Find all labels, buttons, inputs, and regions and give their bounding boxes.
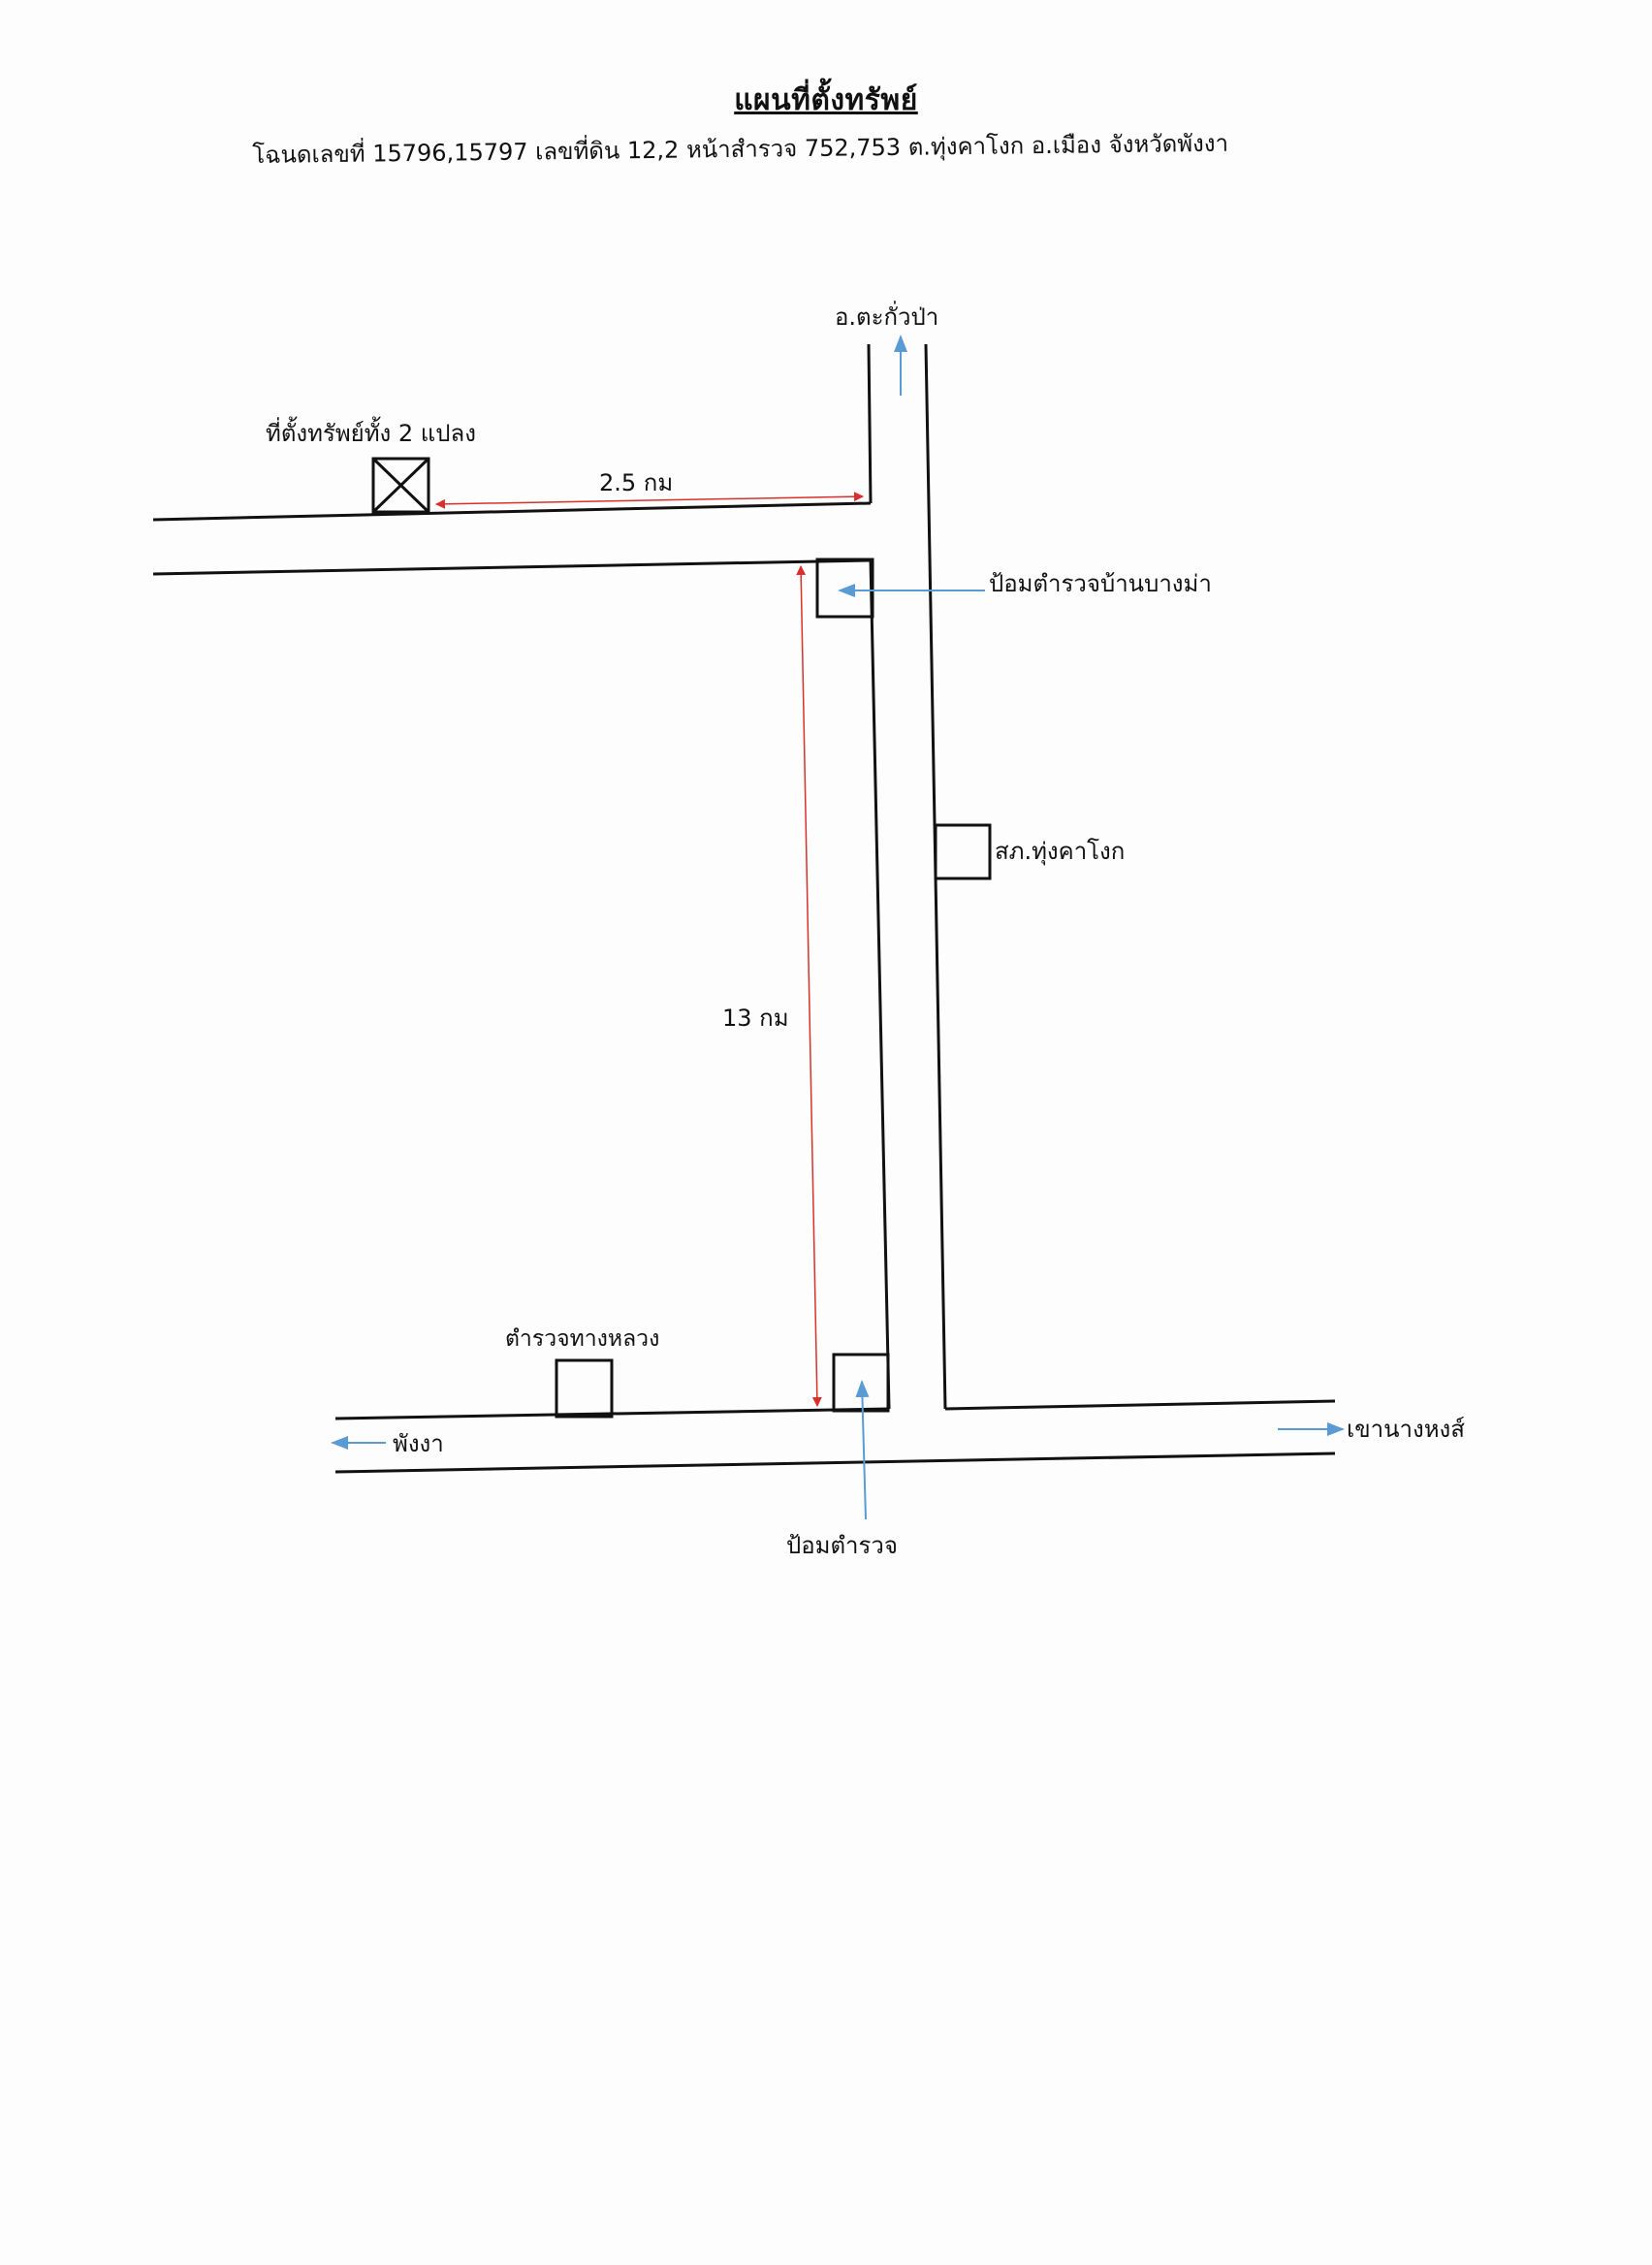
label-north-destination: อ.ตะกั่วป่า bbox=[835, 301, 938, 331]
property-marker bbox=[371, 457, 430, 514]
main-road-left-edge-south bbox=[869, 559, 891, 1410]
main-road-left-edge-north bbox=[867, 343, 873, 504]
label-distance-short: 2.5 กม bbox=[599, 469, 673, 496]
label-distance-long: 13 กม bbox=[722, 1005, 789, 1032]
label-property-location: ที่ตั้งทรัพย์ทั้ง 2 แปลง bbox=[266, 416, 476, 447]
document-title: แผนที่ตั้งทรัพย์ bbox=[734, 83, 918, 117]
label-police-box: ป้อมตำรวจ bbox=[786, 1532, 898, 1559]
arrow-up-icon bbox=[855, 1380, 870, 1520]
police-station-building bbox=[934, 823, 992, 880]
label-west-destination: พังงา bbox=[393, 1430, 444, 1457]
road-network bbox=[152, 343, 1336, 1474]
label-police-station: สภ.ทุ่งคาโงก bbox=[995, 838, 1125, 866]
highway-police-building bbox=[555, 1358, 614, 1419]
cross-road-lower-edge bbox=[334, 1452, 1336, 1474]
police-box-building bbox=[832, 1353, 890, 1413]
police-box-bangma-building bbox=[815, 558, 874, 619]
label-police-box-bangma: ป้อมตำรวจบ้านบางม่า bbox=[989, 570, 1212, 597]
label-highway-police: ตำรวจทางหลวง bbox=[505, 1326, 659, 1352]
cross-road-upper-edge-east bbox=[944, 1399, 1336, 1411]
side-road-upper-edge bbox=[152, 501, 872, 522]
distance-arrow-13km bbox=[796, 565, 822, 1407]
label-east-destination: เขานางหงส์ bbox=[1347, 1416, 1465, 1443]
side-road-lower-edge bbox=[152, 558, 872, 576]
distance-arrow-2-5km bbox=[435, 492, 864, 509]
